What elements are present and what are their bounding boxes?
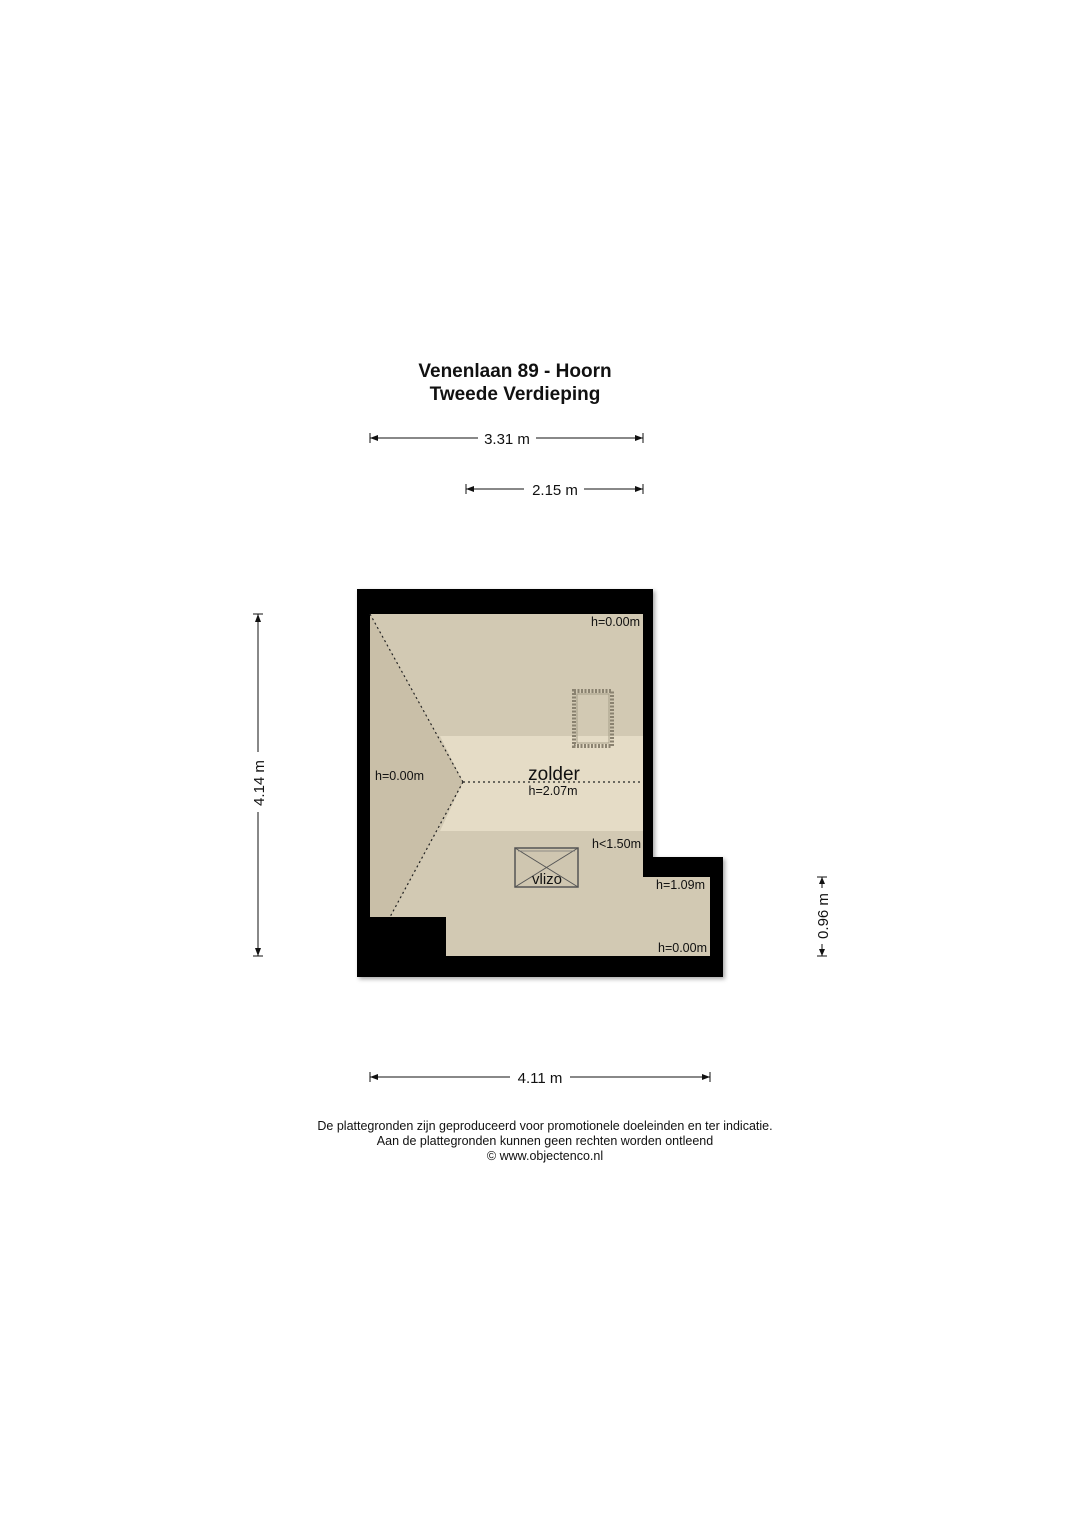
- dimension-bottom-width: 4.11 m: [369, 1070, 711, 1087]
- skylight-icon: [572, 689, 614, 748]
- roof-hip-lines: [369, 613, 643, 918]
- attic-hatch-icon: [514, 847, 579, 888]
- dimension-top-partial-width: 2.15 m: [465, 482, 644, 499]
- bottom-right-height-label: h=0.00m: [658, 941, 707, 955]
- hatch-label: vlizo: [532, 871, 562, 888]
- disclaimer-line-1: De plattegronden zijn geproduceerd voor …: [317, 1119, 773, 1133]
- dimension-left-height-label: 4.14 m: [251, 760, 268, 806]
- disclaimer-line-2: Aan de plattegronden kunnen geen rechten…: [376, 1134, 714, 1148]
- ridge-band: [440, 736, 643, 831]
- dimension-right-height: 0.96 m: [815, 876, 832, 957]
- ridge-height-label: h=2.07m: [529, 784, 578, 798]
- dimension-top-partial-width-label: 2.15 m: [532, 482, 578, 499]
- copyright-link[interactable]: © www.objectenco.nl: [486, 1149, 604, 1163]
- room-name: zolder: [528, 764, 580, 785]
- dimension-bottom-width-label: 4.11 m: [518, 1070, 563, 1087]
- dimension-top-width-label: 3.31 m: [484, 431, 530, 448]
- address-title: Venenlaan 89 - Hoorn: [418, 361, 612, 382]
- top-right-height-label: h=0.00m: [591, 615, 640, 629]
- dimension-top-width: 3.31 m: [369, 431, 644, 448]
- left-roof-slope: [370, 614, 463, 917]
- floor-title: Tweede Verdieping: [429, 384, 601, 405]
- dimension-left-height: 4.14 m: [251, 613, 268, 957]
- step-height-label: h=1.09m: [656, 878, 705, 892]
- side-height-label: h<1.50m: [592, 837, 641, 851]
- left-height-label: h=0.00m: [375, 769, 424, 783]
- dimension-right-height-label: 0.96 m: [815, 893, 832, 939]
